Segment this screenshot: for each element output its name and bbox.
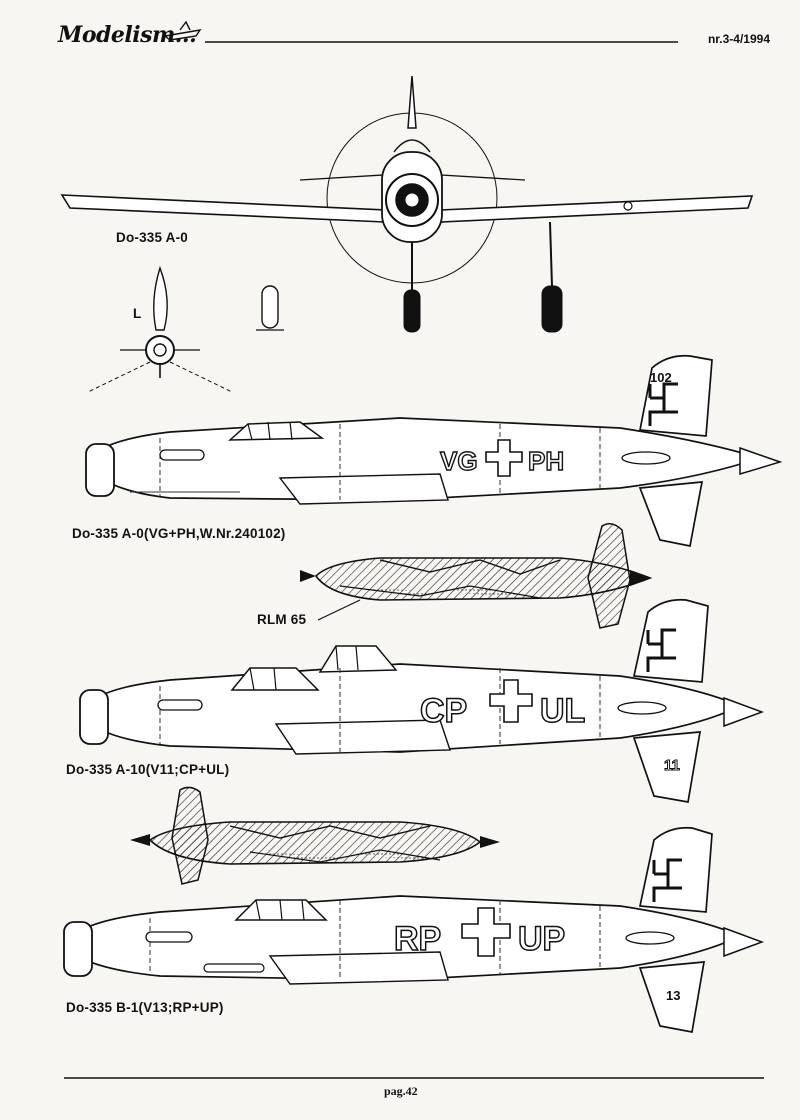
camo-top-view-1 bbox=[300, 523, 653, 629]
caption-propeller-blade: L bbox=[133, 306, 142, 321]
b1-tail-number: 13 bbox=[666, 988, 680, 1003]
page-number: pag.42 bbox=[384, 1084, 418, 1098]
a10-code-right: UL bbox=[540, 692, 585, 730]
b1-code-right: UP bbox=[518, 920, 565, 958]
a0-fuselage-cross bbox=[485, 439, 523, 477]
caption-front-view: Do-335 A-0 bbox=[116, 230, 189, 245]
issue-number: nr.3-4/1994 bbox=[707, 32, 770, 46]
a0-code-left: VG bbox=[440, 446, 478, 476]
caption-b1: Do-335 B-1(V13;RP+UP) bbox=[66, 1000, 224, 1015]
b1-tail-insignia bbox=[652, 858, 682, 902]
camo-leader-line bbox=[317, 599, 361, 621]
side-view-a0: VG PH 102 bbox=[85, 354, 783, 548]
front-view bbox=[60, 75, 754, 333]
a0-code-right: PH bbox=[528, 446, 564, 476]
propeller-blade-detail bbox=[87, 265, 284, 393]
caption-a10: Do-335 A-10(V11;CP+UL) bbox=[66, 762, 230, 777]
side-view-a10: CP UL 11 bbox=[79, 598, 765, 803]
caption-a0: Do-335 A-0(VG+PH,W.Nr.240102) bbox=[72, 526, 286, 541]
b1-code-left: RP bbox=[394, 920, 441, 958]
a10-tail-number: 11 bbox=[664, 757, 680, 774]
side-view-b1: RP UP 13 bbox=[62, 826, 765, 1033]
masthead-plane-icon bbox=[163, 20, 202, 41]
a10-tail-insignia bbox=[646, 628, 676, 672]
a0-tail-number: 102 bbox=[650, 370, 672, 385]
b1-fuselage-cross bbox=[461, 907, 511, 957]
a10-fuselage-cross bbox=[489, 679, 533, 723]
a0-tail-insignia bbox=[648, 382, 678, 426]
caption-camo-note: RLM 65 bbox=[257, 612, 307, 627]
camo-top-view-2 bbox=[130, 786, 500, 885]
a10-code-left: CP bbox=[420, 692, 467, 730]
